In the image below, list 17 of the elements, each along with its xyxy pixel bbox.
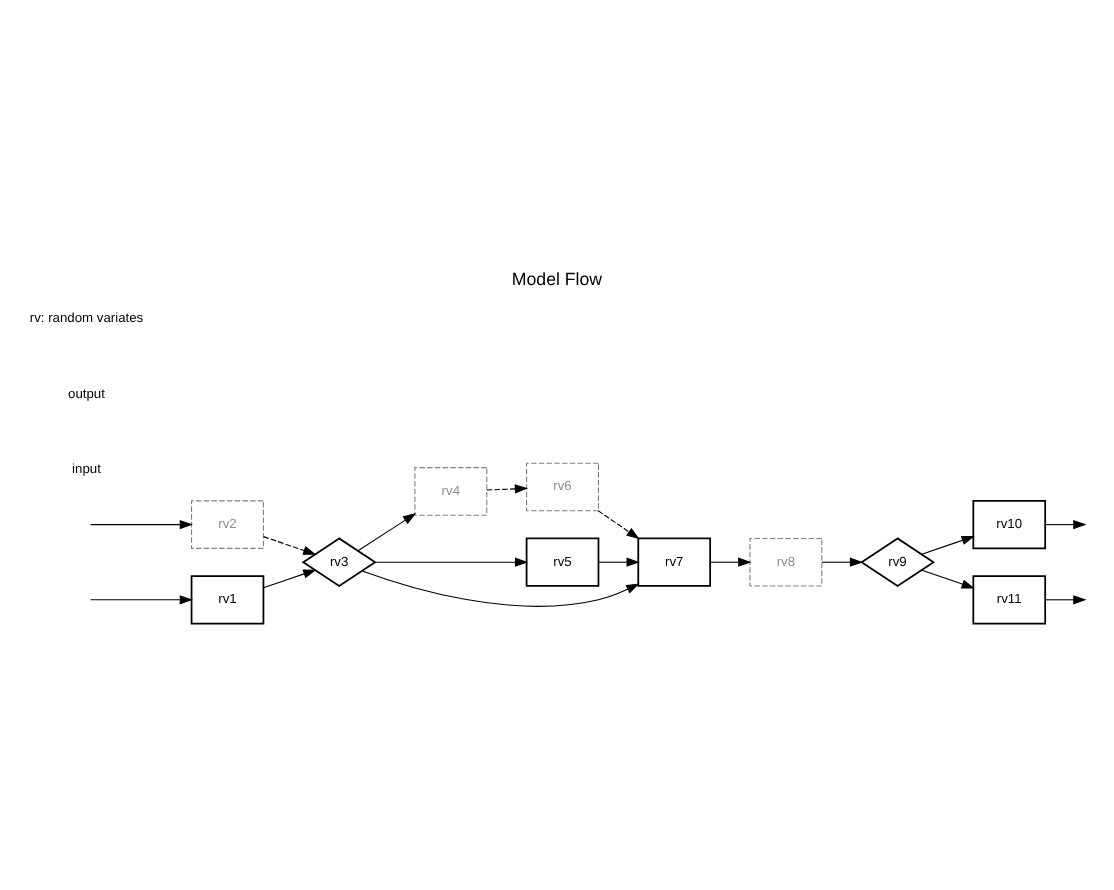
arrow [921,535,975,555]
arrow [357,513,417,552]
arrow [374,557,529,567]
arrow [263,569,317,589]
arrow [1044,519,1087,530]
arrow [709,557,752,567]
diagram-title: Model Flow [511,269,603,289]
arrow [821,557,864,567]
arrow [598,557,640,567]
arrow [486,484,529,494]
arrow [361,570,640,607]
arrow [921,569,975,589]
arrow [89,519,193,530]
arrow [1044,595,1087,605]
arrow [263,536,317,555]
arrow [89,595,193,605]
arrow [597,510,640,540]
